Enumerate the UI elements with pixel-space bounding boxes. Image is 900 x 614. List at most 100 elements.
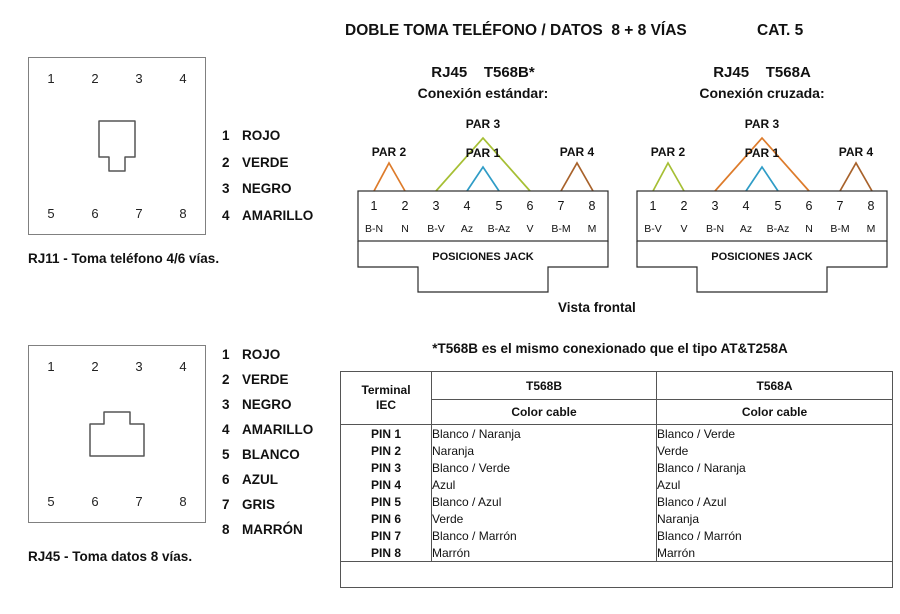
t568b-color: Azul: [431, 476, 657, 493]
rj11-bottom-pin-numbers: 5 6 7 8: [29, 206, 205, 221]
pin-number: 8: [179, 494, 187, 509]
legend-number: 4: [222, 422, 230, 437]
par1-label: PAR 1: [745, 146, 780, 160]
t568a-color: Blanco / Verde: [656, 424, 893, 442]
legend-item: 2 VERDE: [222, 367, 313, 392]
legend-number: 2: [222, 372, 230, 387]
color-table: Terminal IEC T568B T568A Color cable Col…: [340, 371, 893, 588]
t568a-color: Blanco / Naranja: [656, 459, 893, 476]
pin-number: 4: [464, 199, 471, 213]
legend-item: 1 ROJO: [222, 342, 313, 367]
pin-number: 3: [712, 199, 719, 213]
t568a-wiring-svg: PAR 3 PAR 2 PAR 1 PAR 4 1 2 3 4 5 6 7 8 …: [636, 117, 888, 293]
jack-positions-label: POSICIONES JACK: [711, 251, 813, 263]
rj11-jack-icon: [98, 120, 136, 172]
pin-label: PIN 7: [370, 528, 401, 543]
wire-code: B-V: [427, 223, 445, 235]
pin-number: 4: [179, 71, 187, 86]
pin-number: 4: [179, 359, 187, 374]
pin-number: 6: [91, 494, 99, 509]
legend-color: VERDE: [242, 154, 289, 170]
rj45-jack-icon: [89, 411, 145, 457]
t568b-color: Blanco / Azul: [431, 493, 657, 510]
legend-number: 1: [222, 128, 230, 143]
par2-bracket: [652, 161, 685, 192]
legend-color: NEGRO: [242, 181, 292, 196]
rj45-bottom-pin-numbers: 5 6 7 8: [29, 494, 205, 509]
pin-number: 5: [496, 199, 503, 213]
pin-strip-box: [636, 190, 888, 242]
legend-number: 6: [222, 472, 230, 487]
par4-label: PAR 4: [839, 145, 874, 159]
table-subheader-color-cable-b: Color cable: [431, 399, 657, 425]
legend-number: 2: [222, 154, 230, 170]
pin-number: 5: [775, 199, 782, 213]
par1-bracket: [745, 165, 779, 192]
wire-code: B-M: [551, 223, 570, 235]
t568b-color: Naranja: [431, 442, 657, 459]
table-header-terminal: Terminal IEC: [340, 371, 432, 425]
par3-bracket: [435, 136, 531, 192]
legend-color: GRIS: [242, 497, 276, 512]
pin-number: 2: [91, 359, 99, 374]
wire-code: B-V: [644, 223, 662, 235]
pin-number: 1: [650, 199, 657, 213]
pin-number: 1: [47, 71, 55, 86]
rj45-connector-panel: 1 2 3 4 5 6 7 8: [28, 345, 206, 523]
pin-number: 3: [433, 199, 440, 213]
legend-color: VERDE: [242, 372, 289, 387]
vista-frontal-label: Vista frontal: [558, 300, 636, 315]
pin-number: 5: [47, 494, 55, 509]
wire-code: N: [805, 223, 813, 235]
pin-label: PIN 8: [370, 545, 401, 560]
wire-code: B-Az: [767, 223, 790, 235]
legend-number: 1: [222, 347, 230, 362]
pin-number: 1: [47, 359, 55, 374]
par1-bracket: [466, 165, 500, 192]
legend-color: ROJO: [242, 347, 281, 362]
pin-number: 8: [589, 199, 596, 213]
pin-label: PIN 5: [370, 494, 401, 509]
t568a-color: Marrón: [656, 544, 893, 562]
wire-code: Az: [461, 223, 473, 235]
t568b-title: RJ45 T568B*: [431, 64, 535, 81]
rj11-caption: RJ11 - Toma teléfono 4/6 vías.: [28, 251, 220, 266]
t568a-color: Verde: [656, 442, 893, 459]
t568a-color: Blanco / Azul: [656, 493, 893, 510]
t568a-color: Blanco / Marrón: [656, 527, 893, 544]
pin-number: 8: [179, 206, 187, 221]
wire-code: B-N: [365, 223, 383, 235]
pin-number: 1: [371, 199, 378, 213]
wire-code: B-N: [706, 223, 724, 235]
jack-positions-label: POSICIONES JACK: [432, 251, 534, 263]
par4-bracket: [839, 161, 873, 192]
jack-outline: [357, 241, 609, 293]
pin-number: 4: [743, 199, 750, 213]
par2-label: PAR 2: [372, 145, 407, 159]
pin-number: 7: [558, 199, 565, 213]
table-header-row: Terminal IEC T568B T568A: [340, 371, 893, 425]
t568a-diagram: RJ45 T568A Conexión cruzada: PAR 3 PAR 2…: [629, 64, 895, 301]
wire-code: B-Az: [488, 223, 511, 235]
category-label: CAT. 5: [757, 22, 804, 39]
legend-number: 5: [222, 447, 230, 462]
table-bottom-spacer: [340, 561, 893, 588]
pin-number: 6: [91, 206, 99, 221]
pin-number: 6: [806, 199, 813, 213]
pin-number: 8: [868, 199, 875, 213]
par3-label: PAR 3: [745, 117, 780, 131]
legend-number: 3: [222, 181, 230, 196]
pin-number: 7: [135, 494, 143, 509]
pin-number: 7: [135, 206, 143, 221]
rj11-top-pin-numbers: 1 2 3 4: [29, 71, 205, 86]
wire-code: M: [867, 223, 876, 235]
